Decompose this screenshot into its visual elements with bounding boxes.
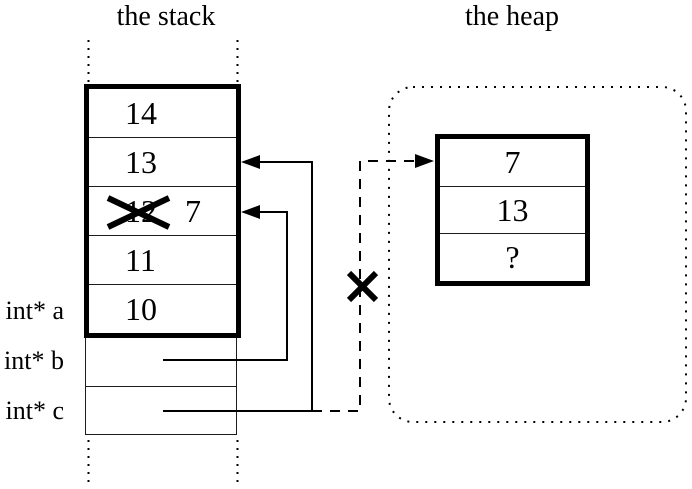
stack-cell-3-overwritten: 12 7: [89, 186, 236, 235]
stack-cell-4: 11: [89, 235, 236, 284]
heap-block-box: 7 13 ?: [435, 134, 590, 286]
pointer-row-b: [86, 338, 236, 386]
stack-cell-value: 14: [125, 95, 157, 131]
heap-cell-2: 13: [440, 185, 585, 234]
variable-label-a: int* a: [5, 296, 65, 325]
stack-cell-old-value: 12: [125, 193, 157, 229]
stack-cell-1: 14: [89, 89, 236, 137]
pointer-row-c: [86, 385, 236, 435]
pointer-variable-rows: [85, 338, 237, 435]
stack-cell-value: 13: [125, 144, 157, 180]
heap-title: the heap: [464, 1, 560, 32]
heap-cell-3: ?: [440, 233, 585, 281]
pointer-b-arrowhead: [241, 205, 260, 219]
stack-cell-value: 10: [125, 291, 157, 327]
dangling-pointer-arrowhead: [415, 154, 434, 168]
heap-cell-1: 7: [504, 143, 521, 180]
stack-cell-2: 13: [89, 137, 236, 186]
stack-frame-box: 14 13 12 7 11 10: [84, 84, 241, 338]
dangling-pointer-dashed-line: [312, 160, 414, 412]
dangling-pointer-x-mark: [346, 270, 379, 303]
variable-label-b: int* b: [4, 346, 64, 375]
stack-cell-value: 11: [125, 242, 156, 278]
variable-label-c: int* c: [5, 396, 65, 425]
stack-cell-5: 10: [89, 284, 236, 333]
pointer-c-arrowhead: [241, 155, 260, 169]
stack-title: the stack: [116, 1, 216, 32]
stack-cell-new-value: 7: [185, 193, 201, 229]
